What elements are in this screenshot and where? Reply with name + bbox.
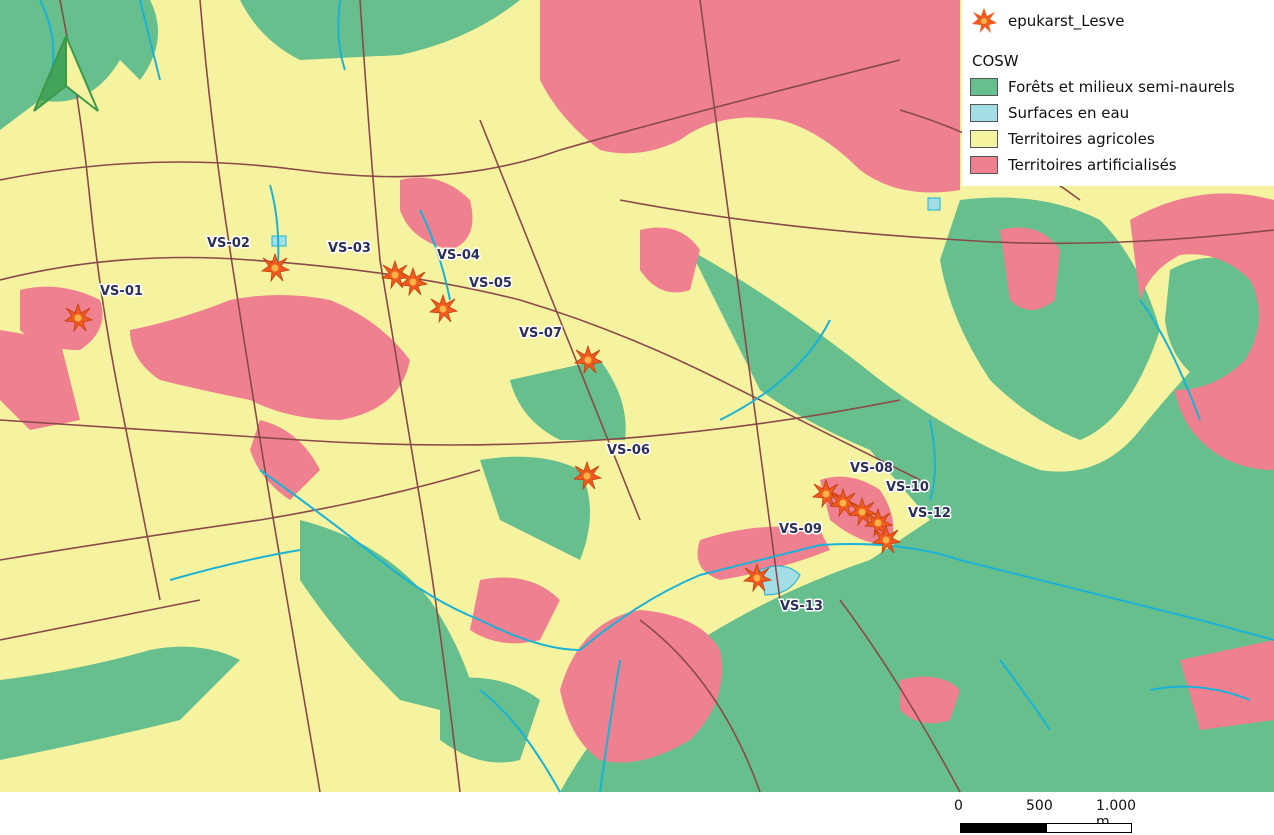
scale-segment-black <box>960 823 1046 833</box>
legend-label-artificial: Territoires artificialisés <box>1008 156 1177 174</box>
map-legend: epukarst_Lesve COSW Forêts et milieux se… <box>962 0 1274 186</box>
site-marker-12 <box>871 524 902 555</box>
scale-segment-white <box>1046 823 1132 833</box>
legend-point-layer: epukarst_Lesve <box>1008 12 1125 30</box>
site-marker-11 <box>863 507 894 538</box>
legend-row-water: Surfaces en eau <box>970 104 1129 122</box>
site-marker-9 <box>828 487 859 518</box>
site-marker-1 <box>63 302 94 333</box>
legend-row-artificial: Territoires artificialisés <box>970 156 1177 174</box>
scale-tick-0: 0 <box>954 798 963 814</box>
site-marker-4 <box>398 266 429 297</box>
legend-label-forest: Forêts et milieux semi-naurels <box>1008 78 1235 96</box>
legend-swatch-water <box>970 104 998 122</box>
site-marker-5 <box>428 293 459 324</box>
forest-areas <box>0 0 1274 792</box>
site-label-vs-06: VS-06 <box>607 443 650 458</box>
road-network <box>0 0 1274 793</box>
legend-row-agricultural: Territoires agricoles <box>970 130 1155 148</box>
site-label-vs-13: VS-13 <box>780 599 823 614</box>
site-marker-8 <box>811 478 842 509</box>
site-label-vs-08: VS-08 <box>850 461 893 476</box>
scale-bar: 0 500 1.000 m <box>950 792 1150 835</box>
legend-swatch-artificial <box>970 156 998 174</box>
site-labels: VS-01 VS-02 VS-03 VS-04 VS-05 VS-06 VS-0… <box>99 235 953 616</box>
site-label-vs-04: VS-04 <box>437 248 480 263</box>
site-label-vs-07: VS-07 <box>519 326 562 341</box>
star-burst-icon <box>972 8 997 33</box>
site-marker-6 <box>572 460 603 491</box>
site-label-vs-10: VS-10 <box>886 480 929 495</box>
legend-swatch-forest <box>970 78 998 96</box>
legend-row-sites: epukarst_Lesve <box>970 8 1124 34</box>
site-marker-2 <box>260 252 291 283</box>
legend-row-forest: Forêts et milieux semi-naurels <box>970 78 1235 96</box>
site-marker-7 <box>573 344 604 375</box>
site-marker-13 <box>742 562 773 593</box>
legend-swatch-agricultural <box>970 130 998 148</box>
site-label-vs-09: VS-09 <box>779 522 822 537</box>
artificial-areas <box>0 0 1274 763</box>
site-label-vs-05: VS-05 <box>469 276 512 291</box>
site-markers <box>63 252 902 593</box>
scale-tick-500: 500 <box>1026 798 1053 814</box>
site-marker-10 <box>847 496 878 527</box>
site-label-vs-12: VS-12 <box>908 506 951 521</box>
site-label-vs-01: VS-01 <box>100 284 143 299</box>
legend-label-agricultural: Territoires agricoles <box>1008 130 1155 148</box>
stream-network <box>39 0 1274 793</box>
site-label-vs-03: VS-03 <box>328 241 371 256</box>
north-arrow-icon <box>33 35 99 112</box>
site-label-vs-02: VS-02 <box>207 236 250 251</box>
legend-group-title: COSW <box>972 52 1019 70</box>
site-marker-3 <box>380 259 411 290</box>
legend-label-water: Surfaces en eau <box>1008 104 1130 122</box>
